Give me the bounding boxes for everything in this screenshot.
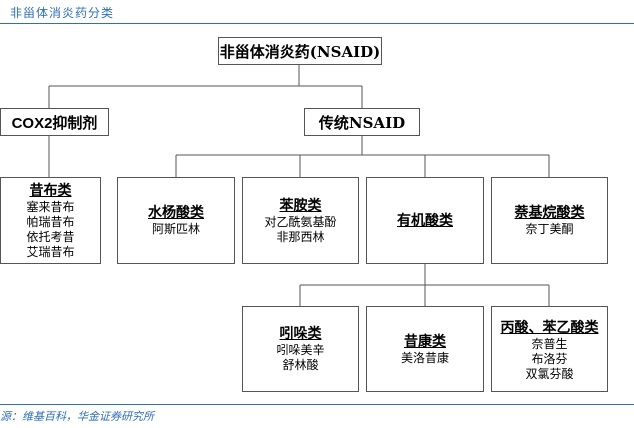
organic-acid-title: 有机酸类 (397, 212, 453, 229)
coxib-item: 依托考昔 (26, 230, 75, 244)
root-node: 非甾体消炎药(NSAID) (218, 37, 382, 65)
propionic-node: 丙酸、苯乙酸类 奈普生 布洛芬 双氯芬酸 (491, 306, 608, 392)
naphthylalkanone-node: 萘基烷酸类 奈丁美酮 (491, 177, 608, 264)
propionic-item: 布洛芬 (531, 352, 568, 366)
cox2-node: COX2抑制剂 (0, 108, 109, 136)
salicylate-item: 阿斯匹林 (151, 222, 200, 236)
aniline-title: 苯胺类 (279, 198, 322, 214)
aniline-node: 苯胺类 对乙酰氨基酚 非那西林 (242, 177, 359, 264)
oxicam-item: 美洛昔康 (400, 351, 449, 365)
indole-title: 吲哚类 (279, 326, 322, 342)
root-label: 非甾体消炎药(NSAID) (219, 42, 381, 61)
organic-acid-node: 有机酸类 (366, 177, 484, 264)
header-title: 非甾体消炎药分类 (10, 6, 115, 20)
aniline-item: 非那西林 (276, 230, 325, 244)
oxicam-title: 昔康类 (404, 334, 446, 350)
coxib-node: 昔布类 塞来昔布 帕瑞昔布 依托考昔 艾瑞昔布 (0, 177, 101, 264)
indole-item: 舒林酸 (282, 358, 319, 372)
indole-item: 吲哚美辛 (276, 343, 325, 357)
footer-divider (0, 404, 634, 405)
coxib-item: 塞来昔布 (26, 200, 75, 214)
naphthylalkanone-title: 萘基烷酸类 (514, 205, 585, 221)
header-bar: 非甾体消炎药分类 (0, 0, 634, 24)
coxib-item: 帕瑞昔布 (26, 215, 75, 229)
salicylate-node: 水杨酸类 阿斯匹林 (117, 177, 235, 264)
coxib-title: 昔布类 (29, 183, 72, 199)
aniline-item: 对乙酰氨基酚 (264, 215, 337, 229)
coxib-item: 艾瑞昔布 (26, 245, 75, 259)
oxicam-node: 昔康类 美洛昔康 (366, 306, 484, 392)
footer-source: 源：维基百科，华金证券研究所 (0, 410, 154, 423)
naphthylalkanone-item: 奈丁美酮 (525, 222, 574, 236)
indole-node: 吲哚类 吲哚美辛 舒林酸 (242, 306, 359, 392)
cox2-label: COX2抑制剂 (11, 114, 98, 132)
propionic-item: 奈普生 (531, 337, 568, 351)
propionic-item: 双氯芬酸 (525, 367, 574, 381)
salicylate-title: 水杨酸类 (148, 205, 204, 221)
traditional-label: 传统NSAID (318, 113, 406, 132)
propionic-title: 丙酸、苯乙酸类 (500, 320, 599, 336)
traditional-node: 传统NSAID (304, 108, 420, 136)
